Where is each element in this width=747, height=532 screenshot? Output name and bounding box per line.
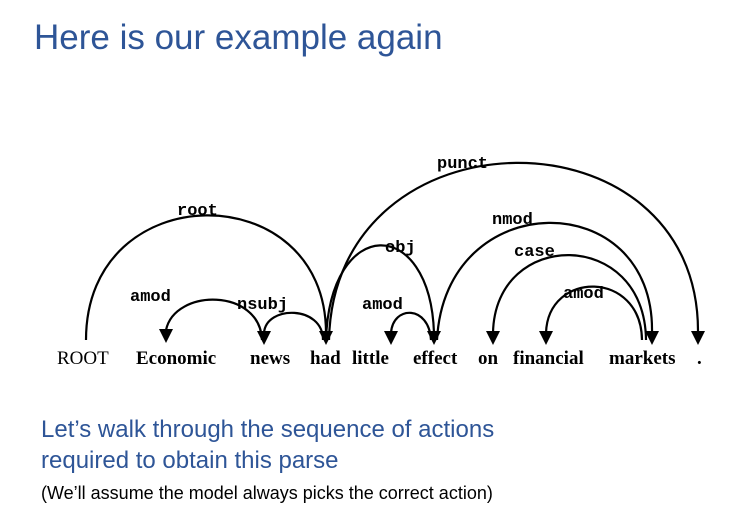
arc-label-amod-financial: amod (563, 285, 604, 304)
body-line-1: Let’s walk through the sequence of actio… (41, 416, 495, 443)
word-markets: markets (609, 348, 675, 369)
word-on: on (478, 348, 499, 369)
arc-label-amod-little: amod (362, 296, 403, 315)
arc-label-punct: punct (437, 155, 488, 174)
body-text: Let’s walk through the sequence of actio… (41, 414, 494, 476)
arc-case (486, 254, 648, 345)
arc-label-case: case (514, 243, 555, 262)
arc-nmod (435, 221, 659, 345)
arc-amod-economic (159, 298, 264, 343)
arc-label-obj: obj (385, 239, 416, 258)
slide-title: Here is our example again (34, 18, 443, 57)
arc-nsubj (257, 311, 325, 345)
word-economic: Economic (136, 348, 216, 369)
word-effect: effect (413, 348, 458, 369)
body-line-2: required to obtain this parse (41, 447, 339, 474)
word-little: little (352, 348, 389, 369)
word-financial: financial (513, 348, 584, 369)
word-period: . (697, 348, 702, 369)
arc-amod-little (384, 311, 433, 345)
word-news: news (250, 348, 290, 369)
arc-label-amod-economic: amod (130, 288, 171, 307)
word-root: ROOT (57, 348, 109, 369)
arc-amod-financial (539, 285, 644, 345)
note-text: (We’ll assume the model always picks the… (41, 483, 493, 503)
arc-punct (327, 161, 705, 345)
arc-label-nmod: nmod (492, 211, 533, 230)
word-had: had (310, 348, 341, 369)
arc-root (84, 214, 333, 345)
arc-label-root: root (177, 202, 218, 221)
arc-label-nsubj: nsubj (237, 296, 288, 315)
